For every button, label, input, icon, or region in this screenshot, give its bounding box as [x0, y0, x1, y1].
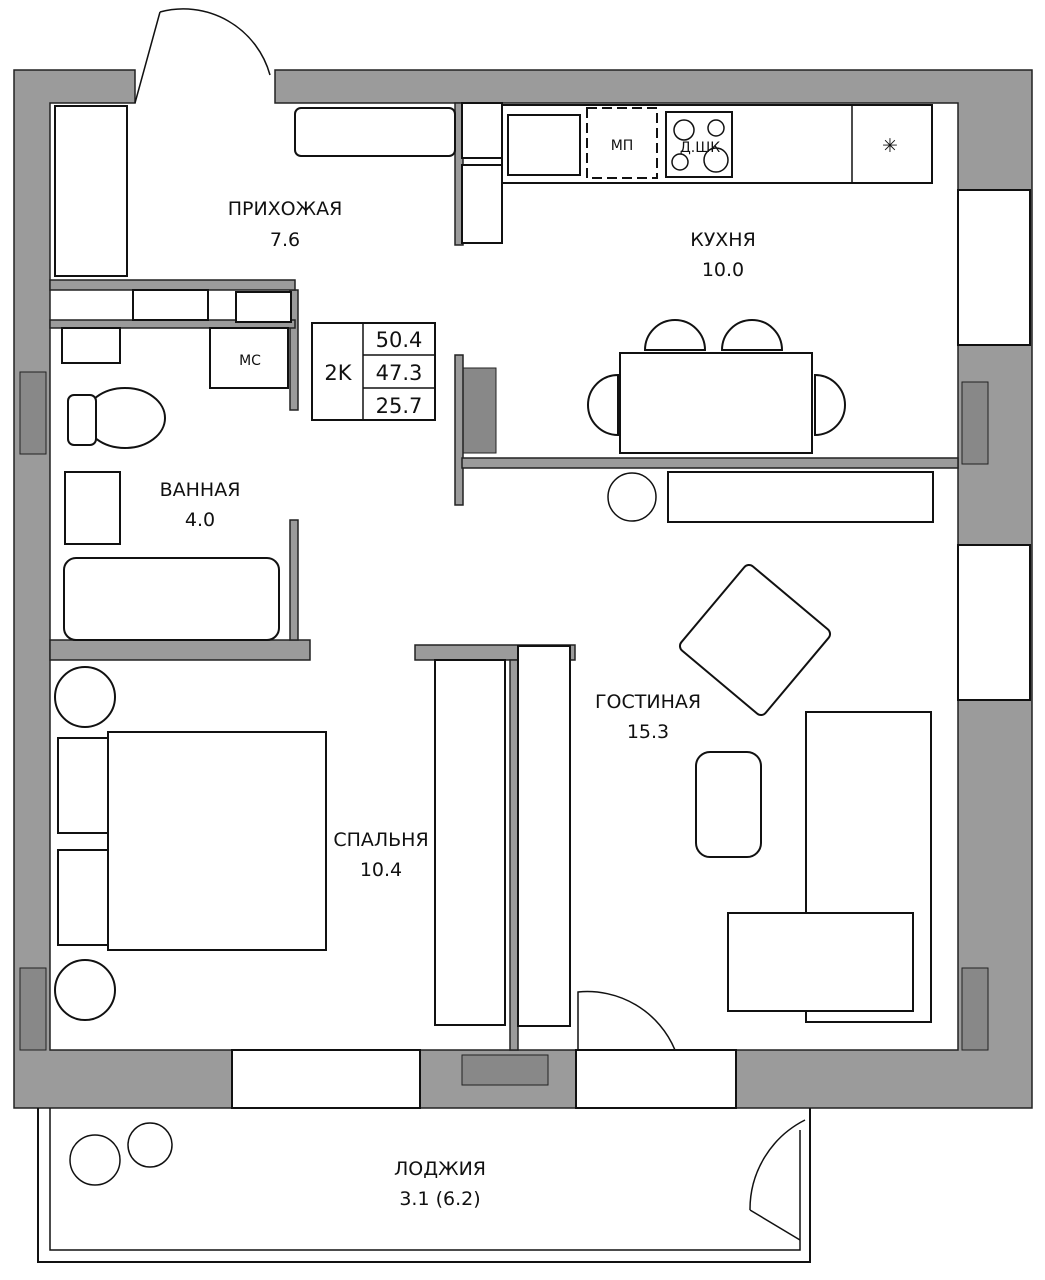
- window-living: [957, 544, 1031, 701]
- room-name: ВАННАЯ: [160, 479, 241, 501]
- room-area: 4.0: [185, 509, 215, 531]
- hall-bench: [294, 107, 456, 157]
- area-without-loggia: 47.3: [376, 361, 423, 385]
- outer-walls: [13, 69, 1033, 1109]
- room-area: 10.0: [702, 259, 744, 281]
- apartment-type: 2K: [324, 361, 352, 385]
- room-label-bathroom: ВАННАЯ 4.0: [160, 479, 241, 531]
- oven-label: Д.ШК: [680, 140, 720, 156]
- window-bedroom: [231, 1049, 421, 1109]
- loggia: [37, 1108, 811, 1263]
- tv-unit: [667, 471, 934, 523]
- washing-machine-label: МС: [239, 353, 261, 369]
- room-label-hallway: ПРИХОЖАЯ 7.6: [228, 198, 343, 251]
- window-kitchen: [957, 189, 1031, 346]
- room-label-living: ГОСТИНАЯ 15.3: [595, 691, 701, 743]
- room-area: 7.6: [270, 229, 300, 251]
- room-label-kitchen: КУХНЯ 10.0: [690, 229, 756, 281]
- room-name: СПАЛЬНЯ: [333, 829, 428, 851]
- room-label-loggia: ЛОДЖИЯ 3.1 (6.2): [394, 1158, 486, 1210]
- dishwasher-label: МП: [611, 138, 634, 154]
- room-area: 15.3: [627, 721, 669, 743]
- room-area: 3.1 (6.2): [399, 1188, 480, 1210]
- room-name: ЛОДЖИЯ: [394, 1158, 486, 1180]
- room-name: ГОСТИНАЯ: [595, 691, 701, 713]
- total-area: 50.4: [376, 328, 423, 352]
- room-label-bedroom: СПАЛЬНЯ 10.4: [333, 829, 428, 881]
- wardrobe-hall: [54, 105, 128, 277]
- living-area: 25.7: [376, 394, 423, 418]
- bed: [107, 731, 327, 951]
- apartment-summary: 2K 50.4 47.3 25.7: [311, 322, 436, 421]
- interior-walls: [49, 102, 959, 1051]
- svg-text:✳: ✳: [882, 135, 898, 157]
- armchair: [678, 563, 832, 717]
- room-area: 10.4: [360, 859, 402, 881]
- coffee-table: [695, 751, 762, 858]
- room-name: КУХНЯ: [690, 229, 756, 251]
- dining-table: [619, 352, 813, 454]
- balcony-door: [575, 1049, 737, 1109]
- wardrobe-living: [517, 645, 571, 1027]
- wardrobe-bedroom: [434, 659, 506, 1026]
- room-name: ПРИХОЖАЯ: [228, 198, 343, 220]
